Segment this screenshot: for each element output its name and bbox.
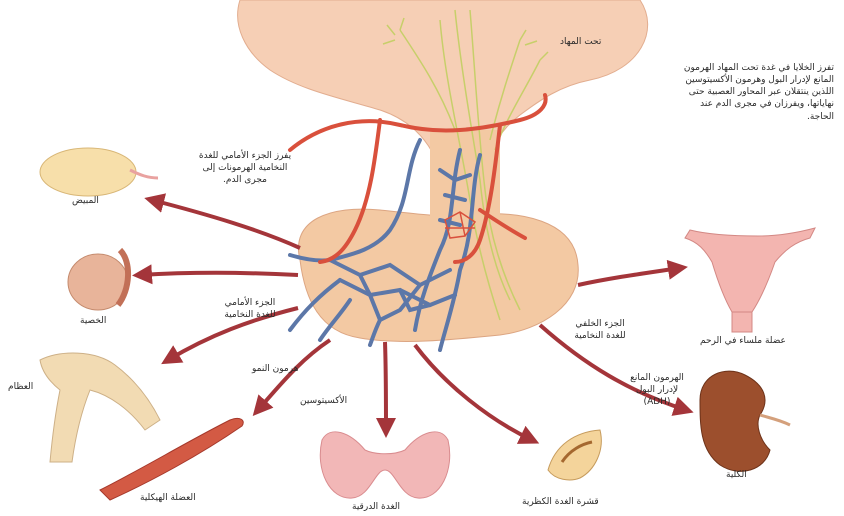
arrow-to-adrenal-cortex — [415, 345, 532, 440]
label-adrenal-cortex: قشرة الغدة الكظرية — [522, 497, 599, 508]
ovary-organ — [40, 148, 158, 196]
label-oxytocin: الأكسيتوسين — [300, 396, 347, 407]
label-growth-hormone: هرمون النمو — [252, 364, 298, 375]
uterus-organ — [685, 228, 815, 332]
bone-organ — [40, 353, 160, 462]
label-adh: الهرمون المانع لإدرار البول (ADH) — [622, 372, 692, 408]
label-posterior-pituitary: الجزء الخلفي للغدة النخامية — [560, 318, 640, 342]
arrow-to-uterus — [578, 268, 680, 285]
label-bones: العظام — [8, 382, 33, 393]
label-thyroid: الغدة الدرقية — [352, 502, 400, 513]
label-ovary: المبيض — [72, 196, 99, 207]
label-testis: الخصية — [80, 316, 106, 327]
label-kidney: الكلية — [726, 470, 747, 481]
thyroid-organ — [320, 432, 449, 498]
testis-organ — [68, 250, 128, 310]
note-anterior-pituitary: يفرز الجزء الأمامي للغدة النخامية الهرمو… — [175, 150, 315, 186]
label-anterior-pituitary: الجزء الأمامي للغدة النخامية — [205, 297, 295, 321]
arrow-to-thyroid — [385, 342, 386, 430]
label-skeletal-muscle: العضلة الهيكلية — [140, 493, 196, 504]
note-hypothalamus: تفرز الخلايا في غدة تحت المهاد الهرمون ا… — [609, 62, 834, 123]
arrow-to-ovary — [152, 200, 300, 248]
kidney-organ — [700, 371, 790, 471]
adrenal-cortex-organ — [548, 430, 601, 480]
label-uterus: عضلة ملساء في الرحم — [700, 336, 786, 347]
arrow-to-testis — [140, 273, 298, 275]
label-hypothalamus: تحت المهاد — [560, 37, 601, 48]
skeletal-muscle-organ — [100, 418, 243, 500]
